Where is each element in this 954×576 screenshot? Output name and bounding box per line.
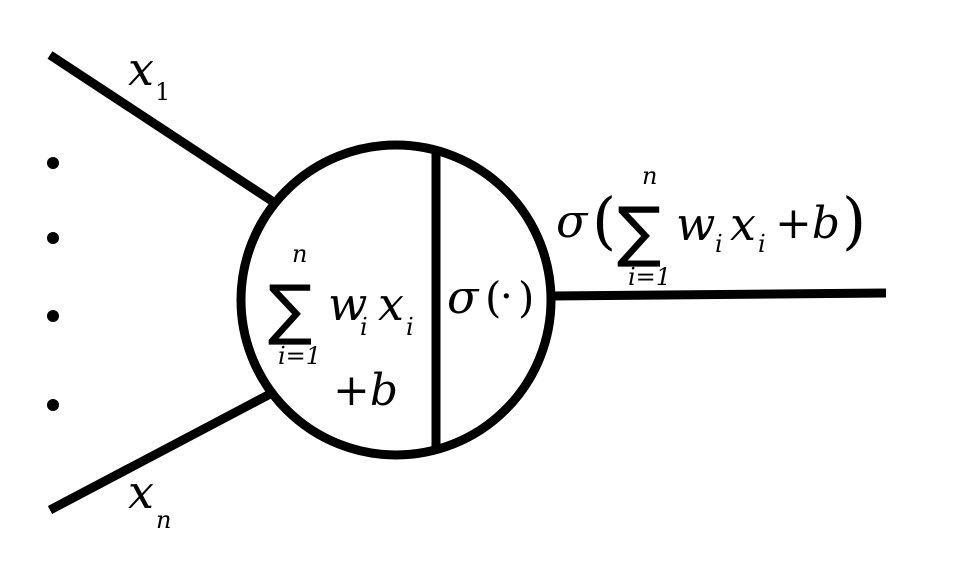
sum-input: x: [378, 277, 404, 331]
output-weight-sub: i: [715, 230, 723, 258]
output-input: x: [730, 197, 756, 251]
activation-lparen: (: [485, 273, 501, 322]
input-label-last: x: [128, 465, 154, 519]
output-bias: +b: [775, 198, 840, 249]
sum-input-sub: i: [406, 313, 414, 341]
activation-rparen: ): [518, 273, 534, 322]
sum-upper-limit: n: [292, 240, 307, 268]
activation-sigma: σ: [447, 270, 480, 324]
output-weight: w: [676, 197, 715, 251]
output-sum-sigma: ∑: [617, 193, 661, 270]
ellipsis-dot-3: [47, 310, 59, 322]
output-upper-limit: n: [642, 162, 657, 190]
input-line-last: [47, 389, 275, 514]
neuron-body: [236, 140, 556, 460]
bias-term: +b: [333, 365, 398, 416]
input-label-first: x: [128, 42, 154, 96]
input-label-first-sub: 1: [155, 78, 170, 106]
activation-dot: ·: [500, 274, 513, 320]
input-label-last-sub: n: [156, 506, 171, 534]
input-line-first: [47, 51, 278, 207]
output-lower-limit: i=1: [628, 263, 671, 291]
ellipsis-dot-2: [47, 232, 59, 244]
sum-weight-sub: i: [360, 313, 368, 341]
output-sigma: σ: [556, 194, 589, 248]
output-rparen: ): [842, 184, 866, 257]
ellipsis-dot-1: [47, 157, 59, 169]
sum-sigma: ∑: [268, 271, 312, 348]
output-lparen: (: [592, 184, 616, 257]
sum-weight: w: [328, 277, 367, 331]
ellipsis-dot-4: [47, 399, 59, 411]
sum-lower-limit: i=1: [278, 342, 321, 370]
output-line: [550, 288, 887, 301]
output-input-sub: i: [758, 230, 766, 258]
